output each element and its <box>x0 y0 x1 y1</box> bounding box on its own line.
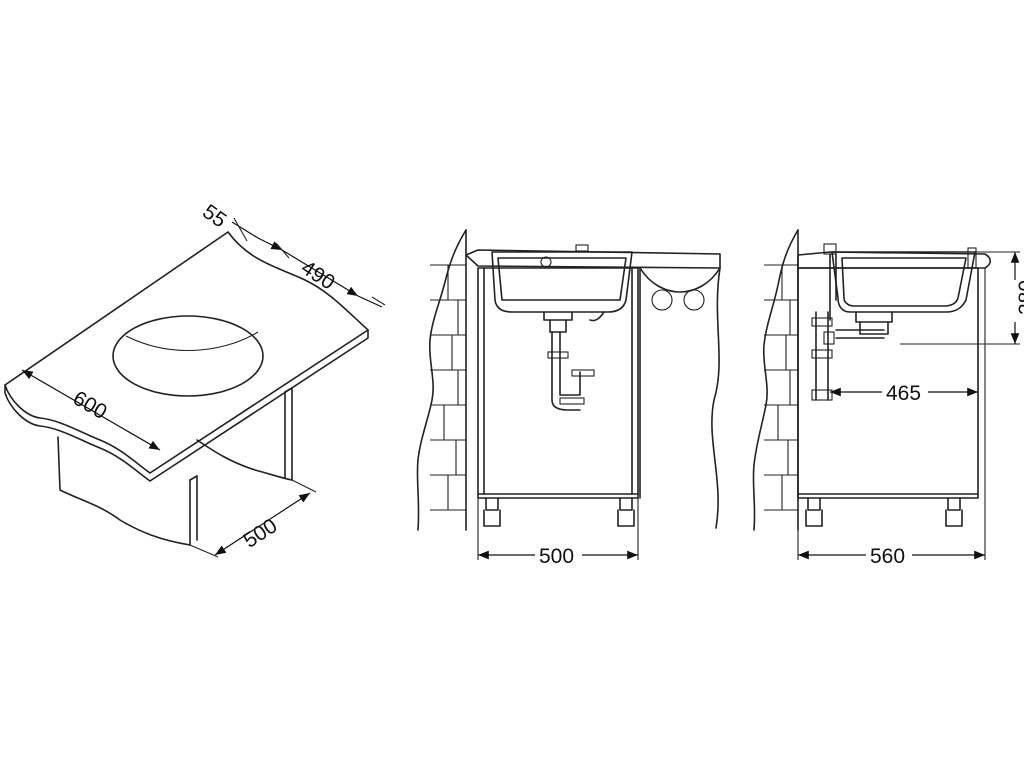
dim-500-iso-label: 500 <box>239 514 281 552</box>
dim-280-label: 280 <box>1015 280 1024 315</box>
dim-490-label: 490 <box>297 256 339 294</box>
dim-500-front-label: 500 <box>539 545 574 568</box>
dim-560-label: 560 <box>870 545 905 568</box>
front-view: 500 <box>416 229 721 568</box>
dim-465-label: 465 <box>886 382 921 405</box>
isometric-countertop-view: 55 490 600 500 <box>4 200 386 558</box>
side-view: 280 465 560 <box>752 229 1024 568</box>
dim-55-label: 55 <box>198 200 230 232</box>
